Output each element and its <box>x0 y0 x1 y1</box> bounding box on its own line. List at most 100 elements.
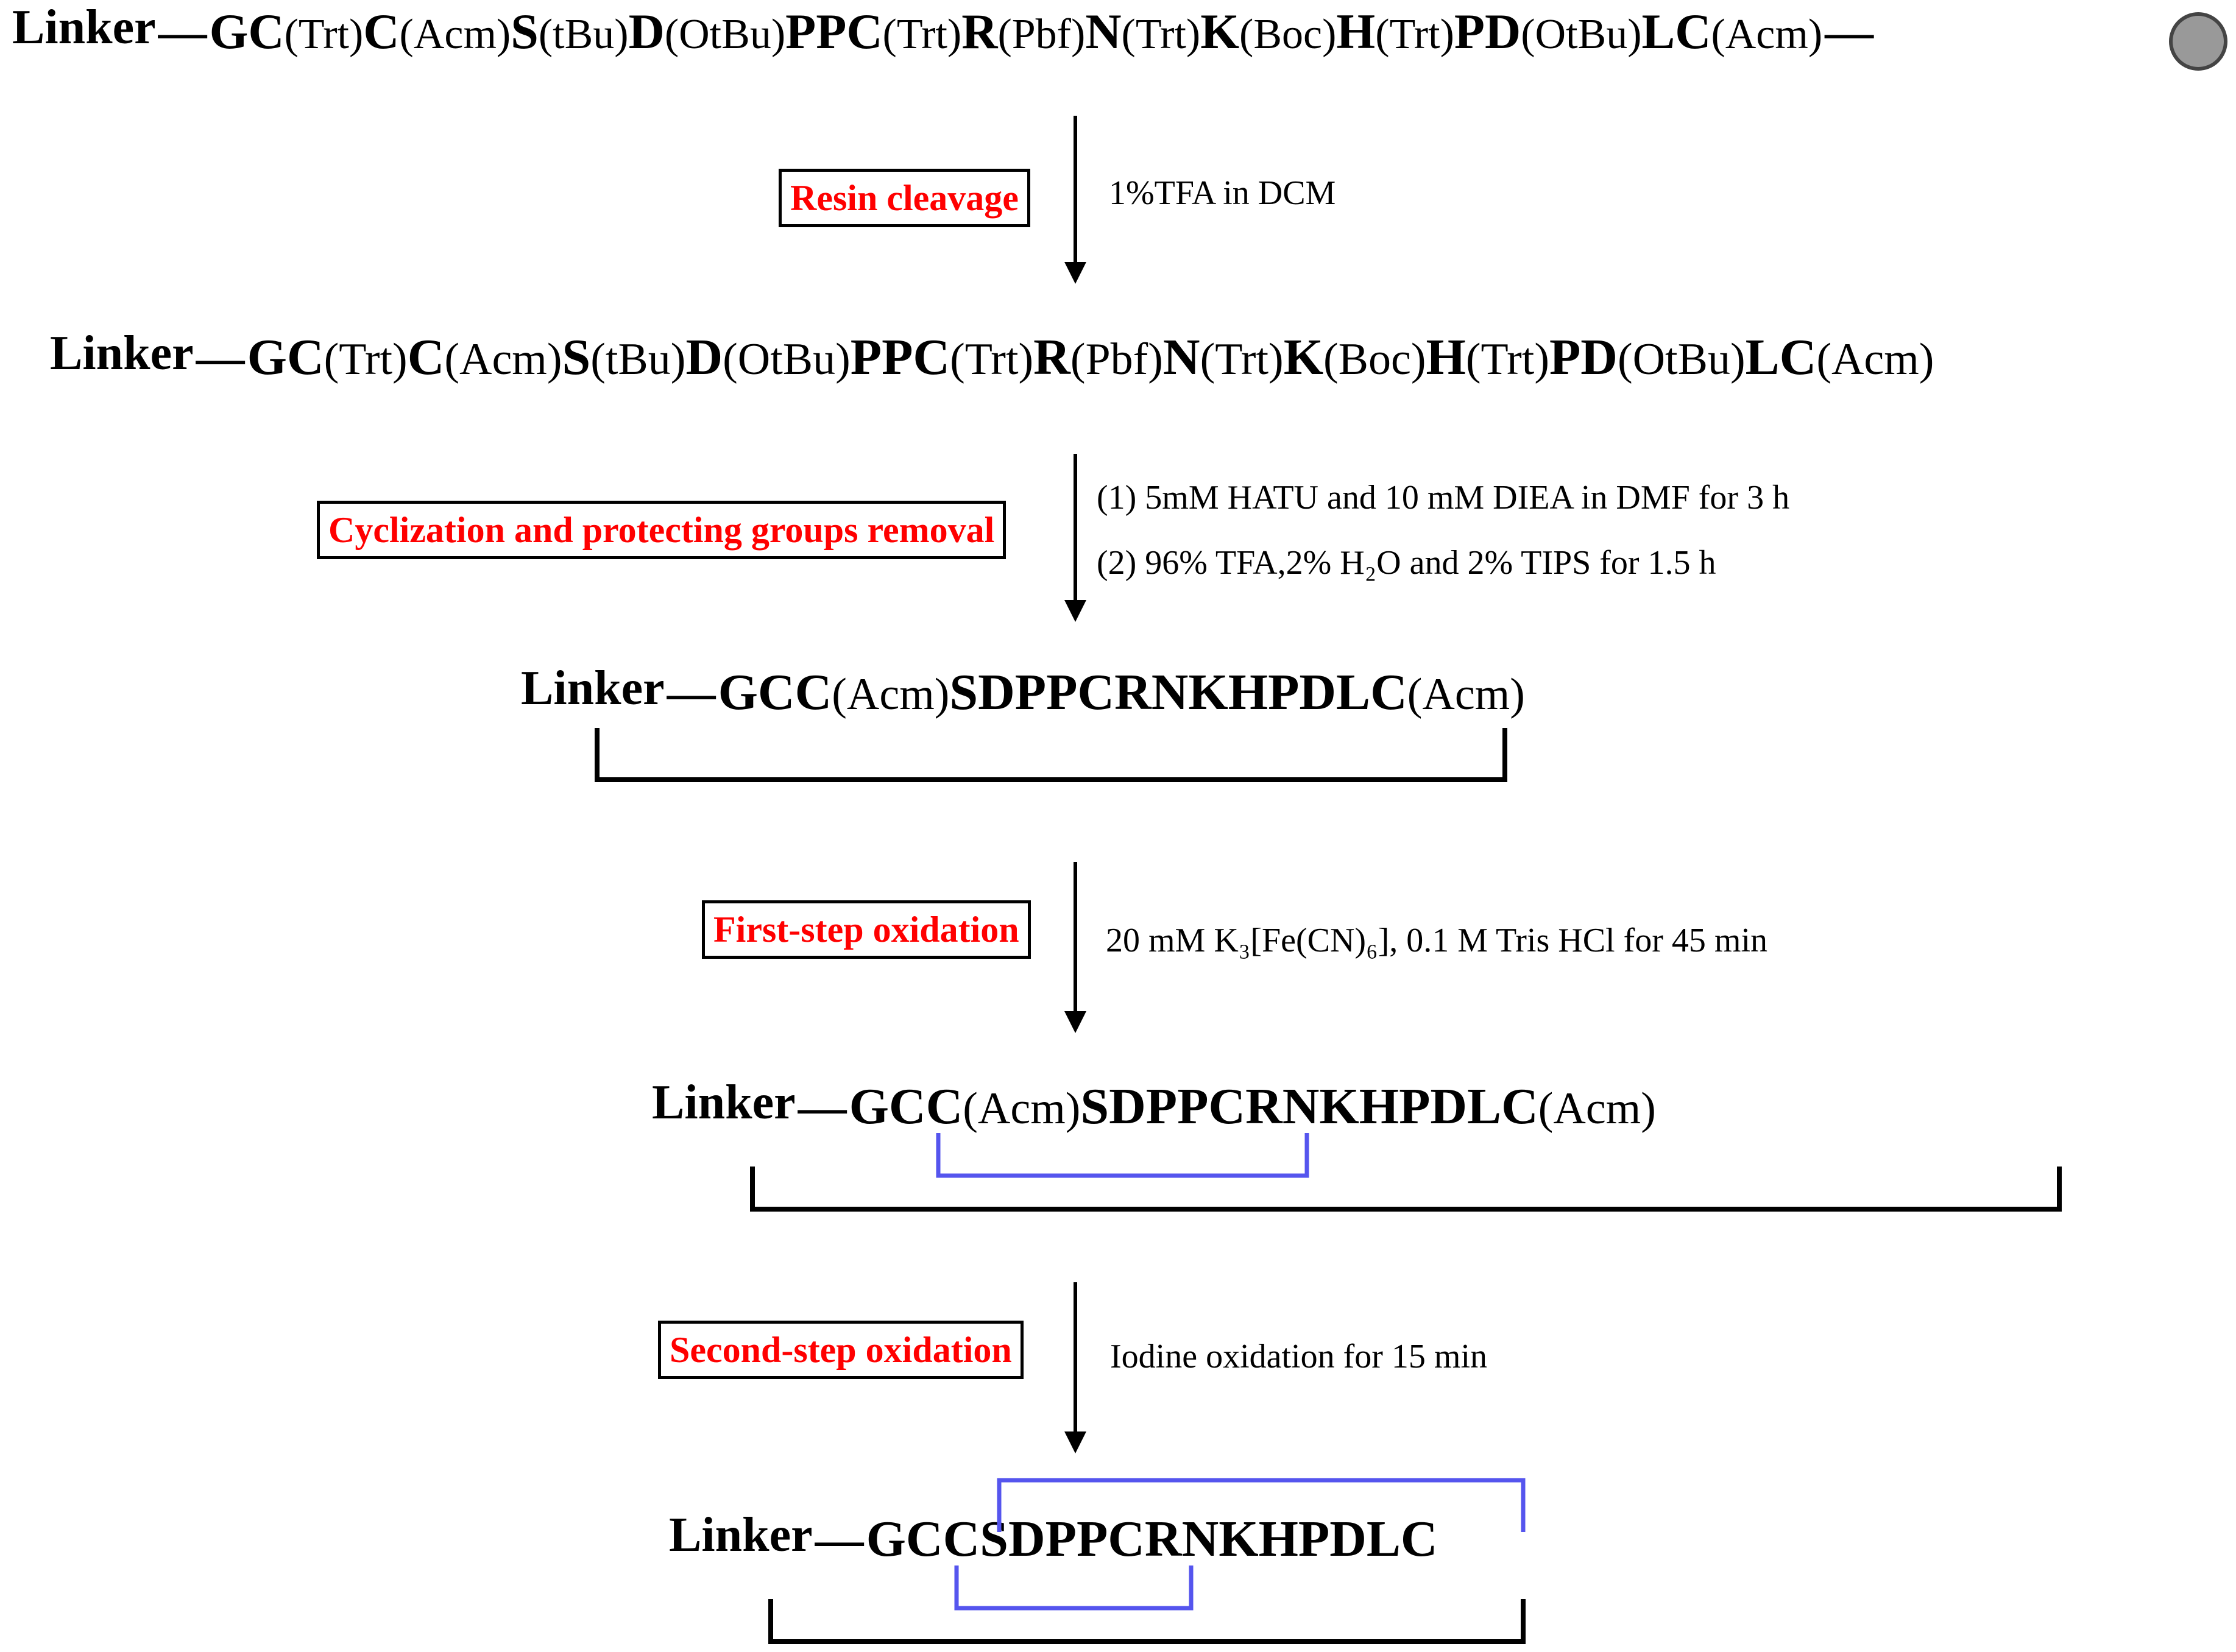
protecting-group: (tBu) <box>590 334 686 384</box>
linker-label: Linker <box>521 662 665 715</box>
residue: C <box>407 329 445 386</box>
protecting-group: (Trt) <box>1121 11 1201 58</box>
residue: P <box>850 329 882 386</box>
protecting-group: (Acm) <box>1407 669 1525 719</box>
protecting-group: (Trt) <box>1465 334 1549 384</box>
residue: P <box>1549 329 1581 386</box>
protecting-group: (Pbf) <box>997 11 1086 58</box>
protecting-group: (OtBu) <box>1617 334 1746 384</box>
residue: S <box>562 329 591 386</box>
protecting-group: (Trt) <box>950 334 1034 384</box>
protecting-group: (Trt) <box>882 11 962 58</box>
monocyclic-disulfide-peptide: Linker—GCC(Acm)SDPPCRNKHPDLC(Acm) <box>652 1075 1656 1136</box>
protected-linear-peptide: Linker—GC(Trt)C(Acm)S(tBu)D(OtBu)PPC(Trt… <box>50 326 1934 387</box>
residue: SDPPCRNKHPDL <box>949 664 1371 721</box>
protecting-group: (Acm) <box>832 669 950 719</box>
linker-bond: — <box>158 5 207 59</box>
protecting-group: (Boc) <box>1239 11 1337 58</box>
linker-bond: — <box>815 1513 864 1567</box>
residue: R <box>1033 329 1070 386</box>
residue: P <box>816 4 847 59</box>
residue: R <box>961 4 998 59</box>
protecting-group: (Trt) <box>284 11 364 58</box>
residue: SDPPCRNKHPDL <box>1080 1078 1502 1135</box>
residue: H <box>1426 329 1466 386</box>
protecting-group: (Trt) <box>324 334 408 384</box>
residue: C <box>1501 1078 1538 1135</box>
residue: D <box>1484 4 1521 59</box>
residue: C <box>925 1078 963 1135</box>
residue: G <box>247 329 287 386</box>
residue: GC <box>849 1078 926 1135</box>
residue: D <box>1580 329 1618 386</box>
residue: C <box>1675 4 1711 59</box>
protecting-group: (Pbf) <box>1070 334 1163 384</box>
disulfide-bond-1-bracket-final <box>954 1566 1194 1611</box>
residue: C <box>913 329 950 386</box>
residue: C <box>846 4 883 59</box>
protecting-group: (Acm) <box>1538 1084 1656 1134</box>
linker-label: Linker <box>12 1 156 54</box>
step-resin-cleavage-label: Resin cleavage <box>779 169 1030 227</box>
protecting-group: (OtBu) <box>664 11 786 58</box>
residue: GC <box>718 664 795 721</box>
step-cyclization-label: Cyclization and protecting groups remova… <box>317 501 1007 559</box>
linker-bond: — <box>798 1081 847 1134</box>
residue: D <box>628 4 665 59</box>
protecting-group: (Acm) <box>444 334 562 384</box>
protecting-group: (OtBu) <box>723 334 851 384</box>
residue: K <box>1283 329 1324 386</box>
residue: L <box>1745 329 1780 386</box>
step-second-oxidation-label: Second-step oxidation <box>658 1321 1024 1379</box>
step-second-oxidation-condition: Iodine oxidation for 15 min <box>1110 1338 1488 1375</box>
residue: G <box>209 4 249 59</box>
protecting-group: (Acm) <box>399 11 511 58</box>
step-first-oxidation-label: First-step oxidation <box>702 900 1031 959</box>
residue: C <box>1779 329 1817 386</box>
protecting-group: (Acm) <box>963 1084 1081 1134</box>
bicyclic-disulfide-peptide: Linker—GCCSDPPCRNKHPDLC <box>669 1508 1438 1569</box>
linker-bond: — <box>667 666 716 720</box>
residue: N <box>1162 329 1200 386</box>
residue: C <box>363 4 400 59</box>
protecting-group: (Acm) <box>1816 334 1934 384</box>
step-resin-cleavage-condition: 1%TFA in DCM <box>1109 174 1336 212</box>
residue: C <box>1370 664 1407 721</box>
residue: P <box>785 4 816 59</box>
protecting-group: (Boc) <box>1323 334 1426 384</box>
residue: C <box>286 329 324 386</box>
step-cyclization-condition-1: (1) 5mM HATU and 10 mM DIEA in DMF for 3… <box>1097 479 1790 517</box>
residue: K <box>1200 4 1240 59</box>
step-first-oxidation-condition: 20 mM K₃[Fe(CN)₆], 0.1 M Tris HCl for 45… <box>1106 922 1768 959</box>
residue: P <box>882 329 913 386</box>
protecting-group: (OtBu) <box>1521 11 1642 58</box>
resin-bead <box>2169 12 2227 71</box>
linker-label: Linker <box>50 327 194 380</box>
disulfide-bond-1-bracket <box>936 1133 1309 1178</box>
disulfide-bond-2-bracket <box>997 1478 1526 1532</box>
residue: C <box>794 664 832 721</box>
head-to-tail-cyclization-bracket-2 <box>750 1167 2062 1212</box>
linker-label: Linker <box>652 1076 796 1129</box>
head-to-tail-cyclization-bracket-3 <box>768 1599 1526 1644</box>
protecting-group: (Acm) <box>1711 11 1823 58</box>
residue: L <box>1641 4 1675 59</box>
residue: S <box>511 4 539 59</box>
protecting-group: (tBu) <box>538 11 629 58</box>
residue: H <box>1336 4 1376 59</box>
residue: GCCSDPPCRNKHPDLC <box>866 1511 1438 1567</box>
protecting-group: (Trt) <box>1375 11 1454 58</box>
residue: C <box>248 4 285 59</box>
residue: D <box>685 329 723 386</box>
residue: N <box>1085 4 1122 59</box>
residue: P <box>1454 4 1485 59</box>
cyclized-peptide: Linker—GCC(Acm)SDPPCRNKHPDLC(Acm) <box>521 661 1525 722</box>
protecting-group: (Trt) <box>1200 334 1284 384</box>
linker-label: Linker <box>669 1508 813 1562</box>
protected-peptide-on-resin: Linker—GC(Trt)C(Acm)S(tBu)D(OtBu)PPC(Trt… <box>12 0 1876 60</box>
resin-bond: — <box>1825 5 1874 59</box>
step-cyclization-condition-2: (2) 96% TFA,2% H₂O and 2% TIPS for 1.5 h <box>1097 544 1716 582</box>
head-to-tail-cyclization-bracket-1 <box>595 728 1507 782</box>
